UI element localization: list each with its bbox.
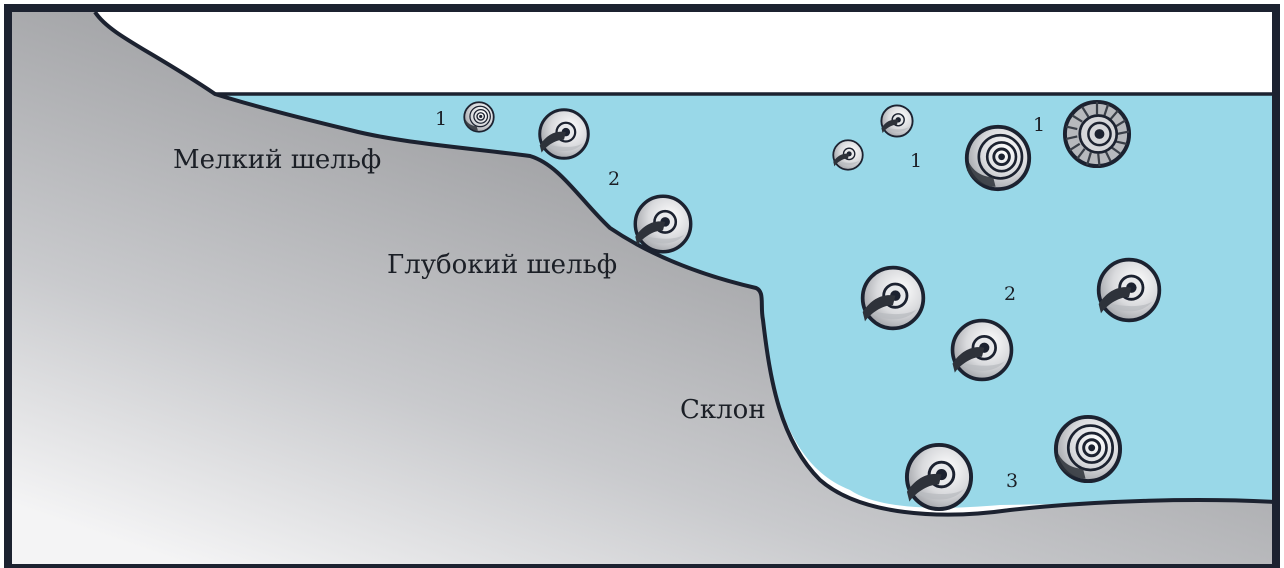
coiled-shell-icon <box>833 140 862 169</box>
coiled-shell-icon <box>863 268 924 329</box>
zone-label-deep-shelf: Глубокий шельф <box>387 250 617 280</box>
coiled-shell-icon <box>635 196 690 251</box>
coiled-shell-icon <box>1099 260 1160 321</box>
coiled-shell-icon <box>907 445 971 509</box>
ammonite-icon <box>464 102 493 131</box>
ribbed-ammonite-icon <box>1065 102 1129 166</box>
marker-label: 1 <box>435 108 447 130</box>
ammonite-icon <box>967 127 1029 189</box>
coiled-shell-icon <box>953 321 1012 380</box>
marker-label: 3 <box>1006 470 1018 492</box>
marker-label: 1 <box>910 150 922 172</box>
zone-label-slope: Склон <box>680 395 766 425</box>
coiled-shell-icon <box>540 110 589 159</box>
ammonite-icon <box>1056 417 1120 481</box>
marker-label: 2 <box>1004 283 1016 305</box>
coiled-shell-icon <box>881 105 912 136</box>
marker-label: 2 <box>608 168 620 190</box>
marker-label: 1 <box>1033 114 1045 136</box>
zone-label-shallow-shelf: Мелкий шельф <box>173 145 381 175</box>
